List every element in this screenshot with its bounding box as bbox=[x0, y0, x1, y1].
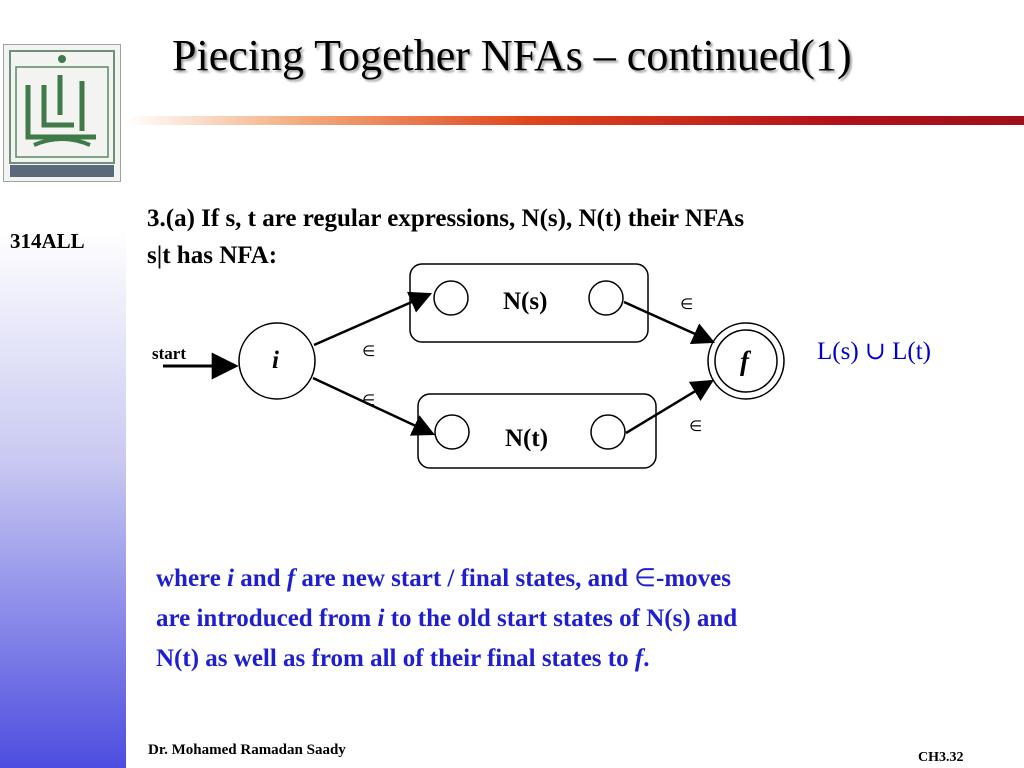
intro-text: 3.(a) If s, t are regular expressions, N… bbox=[147, 200, 744, 274]
eps-label-ns-f: ∈ bbox=[680, 295, 693, 313]
initial-state bbox=[238, 322, 316, 400]
footer-author: Dr. Mohamed Ramadan Saady bbox=[148, 742, 346, 758]
intro-line-1: 3.(a) If s, t are regular expressions, N… bbox=[147, 205, 745, 232]
title-divider bbox=[126, 116, 1024, 125]
box-s-label: N(s) bbox=[503, 288, 547, 315]
university-logo bbox=[3, 44, 121, 182]
footer-slide-number: CH3.32 bbox=[918, 750, 964, 765]
eps-edge-i-to-ns bbox=[313, 291, 433, 347]
initial-state-label: i bbox=[272, 347, 279, 374]
explanation-line-1: where i and f are new start / final stat… bbox=[156, 563, 732, 592]
union-language-label: L(s) ∪ L(t) bbox=[817, 338, 931, 365]
eps-label-i-nt: ∈ bbox=[362, 391, 375, 409]
eps-edge-i-to-nt bbox=[312, 376, 436, 436]
nt-final-state bbox=[590, 414, 626, 450]
eps-edge-nt-to-f bbox=[625, 379, 714, 435]
sidebar: 314ALL bbox=[0, 0, 126, 768]
box-t-label: N(t) bbox=[505, 425, 548, 452]
eps-label-nt-f: ∈ bbox=[689, 417, 702, 435]
ns-start-state bbox=[433, 280, 469, 316]
logo-emblem-icon bbox=[9, 50, 115, 177]
start-label: start bbox=[152, 344, 186, 363]
epsilon-symbol: ∈ bbox=[634, 563, 657, 592]
ns-final-state bbox=[588, 280, 624, 316]
page-title: Piecing Together NFAs – continued(1) bbox=[172, 31, 852, 80]
explanation-text: where i and f are new start / final stat… bbox=[156, 558, 976, 679]
course-code: 314ALL bbox=[10, 229, 85, 253]
explanation-line-3: N(t) as well as from all of their final … bbox=[156, 645, 650, 672]
final-state-inner bbox=[714, 329, 778, 393]
eps-label-i-ns: ∈ bbox=[362, 342, 375, 360]
intro-line-2: s|t has NFA: bbox=[147, 242, 278, 269]
explanation-line-2: are introduced from i to the old start s… bbox=[156, 605, 738, 632]
nt-start-state bbox=[434, 414, 470, 450]
eps-edge-ns-to-f bbox=[623, 300, 716, 344]
